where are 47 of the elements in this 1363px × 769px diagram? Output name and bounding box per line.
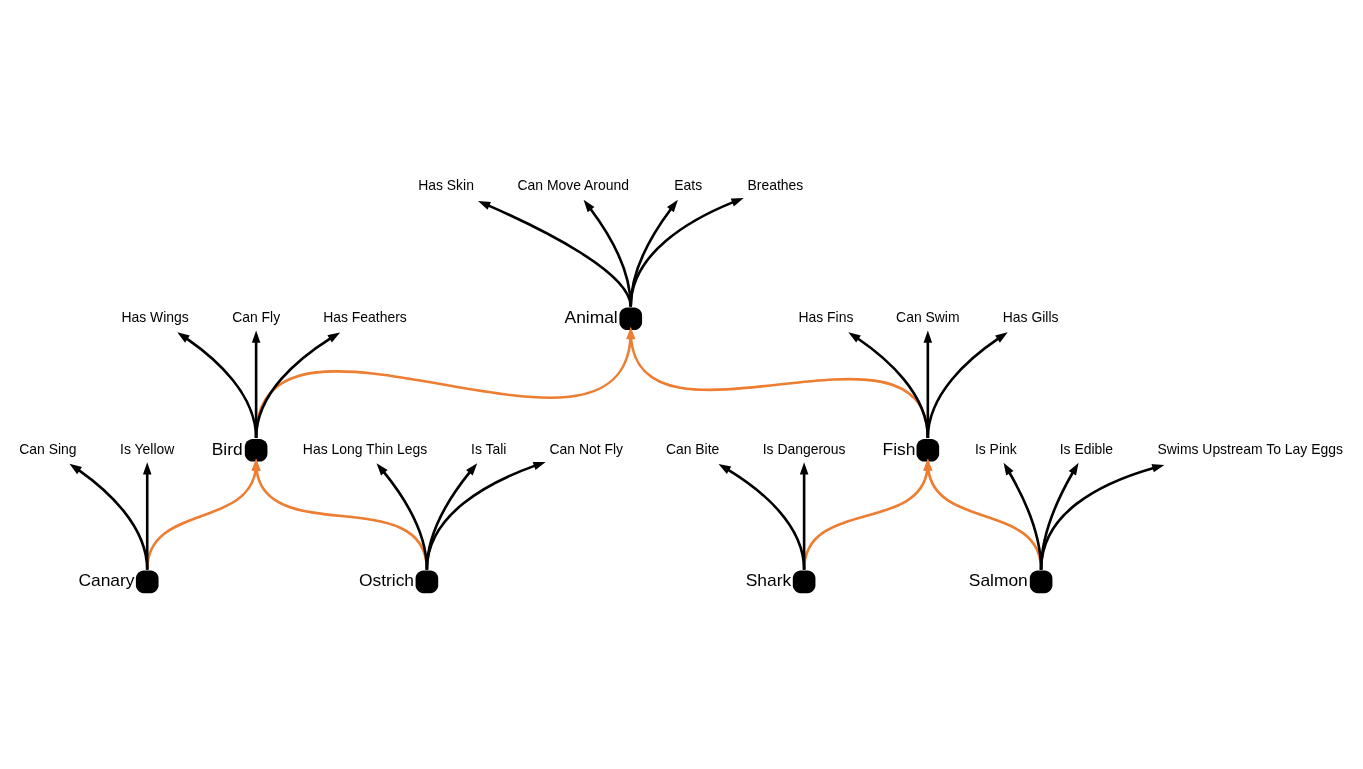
- node-text: Can Fly: [232, 309, 281, 326]
- node-text: Eats: [674, 177, 703, 194]
- arrow: [583, 199, 633, 307]
- arrow: [926, 332, 1008, 439]
- node-text: Is Tali: [471, 440, 507, 457]
- node-circle: [415, 570, 439, 594]
- arrow: [799, 462, 809, 570]
- node-text: Can Bite: [665, 440, 720, 457]
- arrow: [629, 198, 744, 307]
- arrow: [376, 463, 429, 570]
- node-circle: [1029, 570, 1053, 594]
- arrow: [69, 463, 149, 570]
- node-label: Animal: [564, 307, 618, 328]
- arrow: [848, 332, 930, 439]
- node-text: Is Edible: [1059, 440, 1114, 457]
- node-text: Swims Upstream To Lay Eggs: [1157, 440, 1343, 457]
- arrow: [425, 461, 546, 570]
- arrow: [1039, 464, 1165, 570]
- node-text: Has Gills: [1002, 309, 1059, 326]
- node-circle: [135, 570, 159, 594]
- node-text: Has Feathers: [323, 309, 407, 326]
- node-label: Ostrich: [358, 570, 415, 591]
- node-text: Is Yellow: [120, 440, 175, 457]
- arrow: [254, 332, 341, 439]
- node-text: Can Move Around: [517, 177, 629, 194]
- node-text: Has Wings: [121, 309, 189, 326]
- node-text: Has Fins: [798, 309, 854, 326]
- node-label: Salmon: [968, 570, 1028, 591]
- node-label: Canary: [78, 570, 135, 591]
- node-text: Is Dangerous: [762, 440, 846, 457]
- node-text: Can Not Fly: [549, 440, 624, 457]
- node-text: Has Long Thin Legs: [302, 440, 428, 457]
- node-label: Bird: [211, 438, 243, 459]
- node-circle: [244, 438, 268, 462]
- node-text: Has Skin: [418, 177, 474, 194]
- node-circle: [792, 570, 816, 594]
- node-label: Fish: [882, 438, 916, 459]
- node-text: Breathes: [747, 177, 804, 194]
- arrow: [718, 464, 806, 570]
- arrow: [478, 201, 633, 307]
- arrow: [142, 462, 152, 570]
- node-circle: [619, 307, 643, 331]
- node-text: Can Swim: [896, 309, 960, 326]
- node-circle: [916, 438, 940, 462]
- node-label: Shark: [745, 570, 792, 591]
- node-text: Is Pink: [974, 440, 1017, 457]
- node-text: Can Sing: [19, 440, 77, 457]
